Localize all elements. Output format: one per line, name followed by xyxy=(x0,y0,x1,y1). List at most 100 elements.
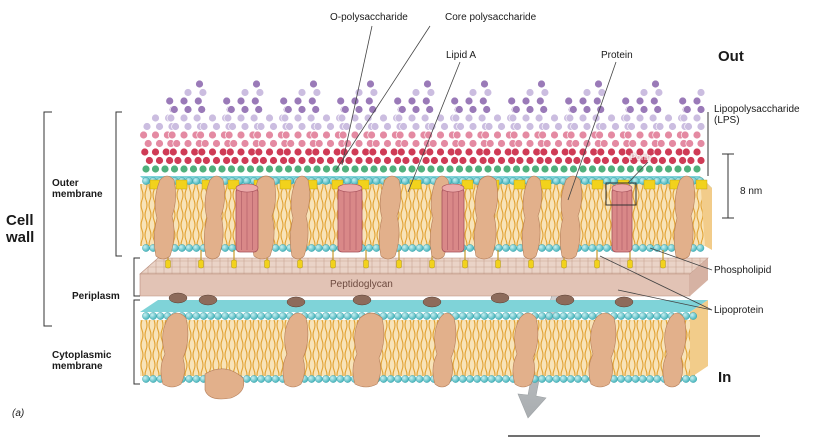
lps-sugar xyxy=(578,130,588,140)
lps-sugar xyxy=(208,130,217,140)
lps-sugar xyxy=(279,96,288,106)
phospholipid-head xyxy=(682,375,690,383)
lps-sugar xyxy=(455,164,464,174)
lps-sugar xyxy=(411,156,421,165)
lps-sugar xyxy=(303,164,312,174)
lps-sugar xyxy=(537,79,546,89)
phospholipid-head xyxy=(487,312,496,320)
lps-sugar xyxy=(274,164,284,174)
lps-sugar xyxy=(455,105,464,114)
lps-sugar xyxy=(599,139,609,148)
phospholipid-head xyxy=(386,375,395,383)
lps-sugar xyxy=(593,96,602,106)
lps-sugar xyxy=(648,113,658,123)
lps-sugar xyxy=(568,147,577,157)
leader-lipoprotein-1 xyxy=(599,255,713,311)
phospholipid-head xyxy=(639,244,647,252)
lps-sugar xyxy=(424,130,433,140)
lps-sugar xyxy=(668,139,677,148)
phospholipid-head xyxy=(178,244,186,252)
lps-sugar xyxy=(570,122,579,131)
periplasmic-protein xyxy=(614,296,634,308)
lps-sugar xyxy=(256,122,266,131)
lps-sugar xyxy=(656,139,666,148)
lipoprotein-anchor xyxy=(231,259,237,269)
lps-sugar xyxy=(658,156,667,165)
lps-sugar xyxy=(623,130,633,140)
lps-sugar xyxy=(304,147,313,157)
lps-sugar xyxy=(350,164,360,174)
lps-sugar xyxy=(228,122,237,131)
lps-sugar xyxy=(269,122,278,131)
lps-sugar xyxy=(569,105,578,114)
phospholipid-head xyxy=(394,312,402,320)
phospholipid-head xyxy=(567,312,575,320)
lipoprotein-anchor xyxy=(528,259,534,269)
lipoprotein-anchor xyxy=(165,259,171,269)
lps-sugar xyxy=(411,139,421,148)
phospholipid-head xyxy=(322,312,330,320)
lps-sugar xyxy=(249,113,259,123)
lps-sugar xyxy=(171,122,180,131)
phospholipid-head xyxy=(545,244,554,252)
lps-sugar xyxy=(179,147,189,157)
phospholipid-head xyxy=(639,312,647,320)
lps-sugar xyxy=(686,156,696,165)
phospholipid-head xyxy=(415,375,424,383)
lps-sugar xyxy=(276,147,285,157)
lps-sugar xyxy=(379,130,388,140)
lps-sugar xyxy=(458,156,468,165)
lps-sugar xyxy=(354,105,364,114)
lps-sugar xyxy=(341,164,350,174)
phospholipid-head xyxy=(538,375,546,383)
lps-sugar xyxy=(224,130,234,140)
phospholipid-head xyxy=(192,312,201,320)
lps-sugar xyxy=(240,88,250,97)
lps-sugar xyxy=(258,139,267,148)
lps-sugar xyxy=(397,147,406,157)
phospholipid-head xyxy=(278,312,287,320)
periplasmic-protein xyxy=(168,292,188,304)
phospholipid-head xyxy=(401,244,410,252)
phospholipid-head xyxy=(271,312,280,320)
lps-sugar xyxy=(621,96,630,106)
phospholipid-head xyxy=(185,244,193,252)
phospholipid-head xyxy=(646,312,654,320)
lps-sugar xyxy=(398,164,407,174)
phospholipid-head xyxy=(199,312,208,320)
lipid-a-block xyxy=(461,179,474,190)
phospholipid-head xyxy=(257,312,266,320)
phospholipid-head xyxy=(559,375,568,383)
lps-sugar xyxy=(190,147,199,157)
phospholipid-head xyxy=(552,177,561,185)
phospholipid-head xyxy=(192,375,201,383)
lps-sugar xyxy=(160,164,170,174)
lps-sugar xyxy=(297,139,307,148)
phospholipid-head xyxy=(567,375,575,383)
phospholipid-head xyxy=(451,177,460,185)
lps-sugar xyxy=(627,122,636,131)
lps-sugar xyxy=(611,122,620,131)
phospholipid-head xyxy=(581,177,590,185)
phospholipid-head xyxy=(336,375,345,383)
phospholipid-head xyxy=(343,177,352,185)
lps-sugar xyxy=(333,147,342,157)
leader-lines xyxy=(335,25,713,311)
lps-sugar xyxy=(692,96,702,106)
lps-sugar xyxy=(421,156,431,165)
phospholipid-head xyxy=(646,375,654,383)
phospholipid-head xyxy=(185,375,193,383)
lps-sugar xyxy=(582,156,592,165)
phospholipid-head xyxy=(617,312,626,320)
lps-sugar xyxy=(341,105,350,114)
label-out: Out xyxy=(718,48,744,65)
lps-sugar xyxy=(337,113,347,123)
lps-sugar xyxy=(195,79,204,89)
lps-sugar xyxy=(172,139,181,148)
lps-sugar xyxy=(447,147,456,157)
lps-sugar xyxy=(559,164,569,174)
lps-sugar xyxy=(480,79,489,89)
phospholipid-head xyxy=(494,312,503,320)
phospholipid-head xyxy=(401,375,410,383)
lps-sugar xyxy=(361,147,370,157)
